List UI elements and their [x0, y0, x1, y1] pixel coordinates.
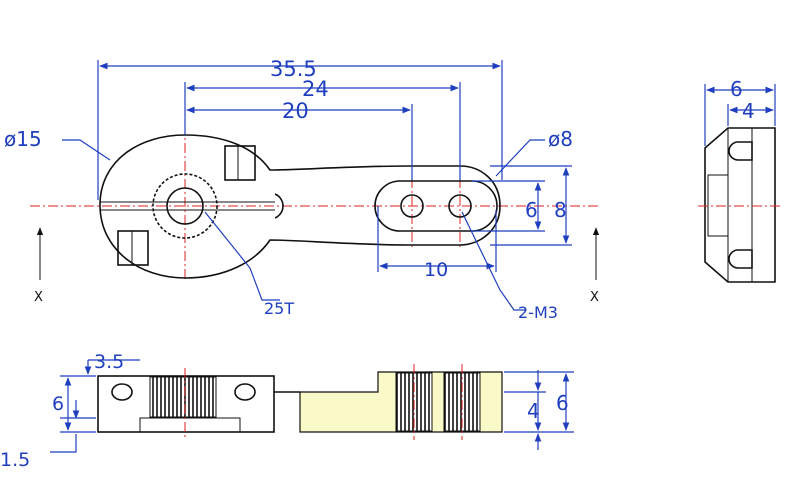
leader-bottom-offset	[50, 434, 77, 453]
side-notch-bottom	[728, 249, 753, 269]
dim-slot-8: 8	[554, 198, 567, 222]
side-view: 6 4	[698, 77, 782, 283]
section-mark-left: X	[34, 290, 43, 305]
spline-outer	[152, 173, 218, 239]
bottom-right-hole	[234, 383, 256, 401]
arm-outline	[99, 134, 501, 279]
dim-slot-6: 6	[525, 198, 538, 222]
dim-bottom-offset: 1.5	[0, 449, 30, 471]
dim-bottom-step: 3.5	[94, 351, 124, 373]
leader-end-dia	[495, 139, 545, 177]
top-view: X X 35.5 24 20 ø15 ø8 6 8	[4, 57, 600, 322]
slit-round	[274, 193, 284, 219]
side-notch-top	[728, 141, 753, 161]
dim-hole-spacing: 10	[424, 259, 448, 281]
hole-2	[448, 194, 472, 218]
bottom-hub-base	[139, 417, 241, 433]
dim-right-height-4: 4	[527, 399, 540, 423]
bottom-spline-teeth	[149, 376, 217, 418]
hole-1	[400, 194, 424, 218]
pocket-bottom	[117, 230, 149, 266]
dim-spline: 25T	[264, 299, 294, 318]
dim-hub-near: 20	[282, 99, 309, 123]
dim-overall-length: 35.5	[270, 57, 317, 81]
bottom-view: 3.5 6 1.5 4 6	[0, 351, 574, 471]
pocket-top	[224, 145, 256, 181]
dim-holes: 2-M3	[518, 303, 558, 322]
side-outline	[704, 127, 776, 283]
dim-side-width-4: 4	[742, 99, 755, 123]
dim-side-width-6: 6	[730, 77, 743, 101]
dim-end-diameter: ø8	[548, 127, 573, 151]
dim-hub-far: 24	[302, 77, 329, 101]
leader-hub-dia	[62, 139, 111, 161]
dim-right-height-6: 6	[556, 391, 569, 415]
spline-inner	[166, 187, 204, 225]
section-mark-right: X	[590, 290, 599, 305]
bottom-left-hole	[111, 383, 133, 401]
leader-spline	[204, 211, 280, 301]
dim-hub-diameter: ø15	[4, 127, 42, 151]
dim-bottom-height-6: 6	[52, 393, 64, 415]
leader-holes	[461, 211, 526, 311]
